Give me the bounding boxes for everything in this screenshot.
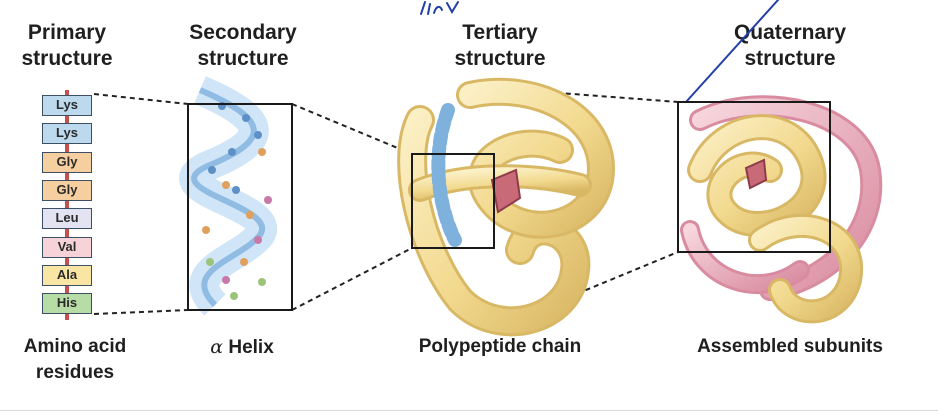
- secondary-caption: α Helix: [172, 334, 312, 361]
- alpha-helix-graphic: [179, 76, 293, 316]
- helix-zoom-box: [187, 103, 293, 311]
- quaternary-zoom-box: [677, 101, 831, 253]
- quaternary-structure-title: Quaternary structure: [700, 20, 880, 72]
- residue-label: Lys: [42, 123, 92, 145]
- residue-label: Leu: [42, 208, 92, 230]
- primary-title-line2: structure: [21, 47, 113, 70]
- primary-structure-title: Primary structure: [0, 20, 157, 72]
- tertiary-structure-title: Tertiary structure: [410, 20, 590, 72]
- residue-label: Ala: [42, 264, 92, 286]
- quaternary-caption: Assembled subunits: [697, 336, 883, 357]
- helix-caption: Helix: [228, 337, 274, 358]
- primary-caption-line2: residues: [35, 362, 115, 383]
- primary-caption-line1: Amino acid: [23, 336, 127, 357]
- residue-label: Val: [42, 236, 92, 258]
- residue-label: Gly: [42, 151, 92, 173]
- residue-label: His: [42, 293, 92, 315]
- secondary-title-line2: structure: [197, 47, 289, 70]
- alpha-symbol: α: [210, 336, 224, 358]
- quaternary-subunits-graphic: [677, 95, 883, 324]
- primary-caption: Amino acid residues: [0, 334, 150, 386]
- tertiary-title-line1: Tertiary: [462, 21, 538, 44]
- tertiary-zoom-box: [411, 153, 495, 249]
- tertiary-caption: Polypeptide chain: [418, 336, 582, 357]
- handwritten-annotation: [420, 0, 779, 103]
- quaternary-title-line2: structure: [744, 47, 836, 70]
- secondary-title-line1: Secondary: [189, 21, 297, 44]
- primary-title-line1: Primary: [27, 21, 107, 44]
- residue-label: Gly: [42, 179, 92, 201]
- quaternary-title-line1: Quaternary: [733, 21, 847, 44]
- secondary-structure-title: Secondary structure: [153, 20, 333, 72]
- tertiary-polypeptide-graphic: [397, 77, 615, 337]
- residue-label: Lys: [42, 95, 92, 116]
- bottom-divider: [0, 410, 938, 411]
- tertiary-title-line2: structure: [454, 47, 546, 70]
